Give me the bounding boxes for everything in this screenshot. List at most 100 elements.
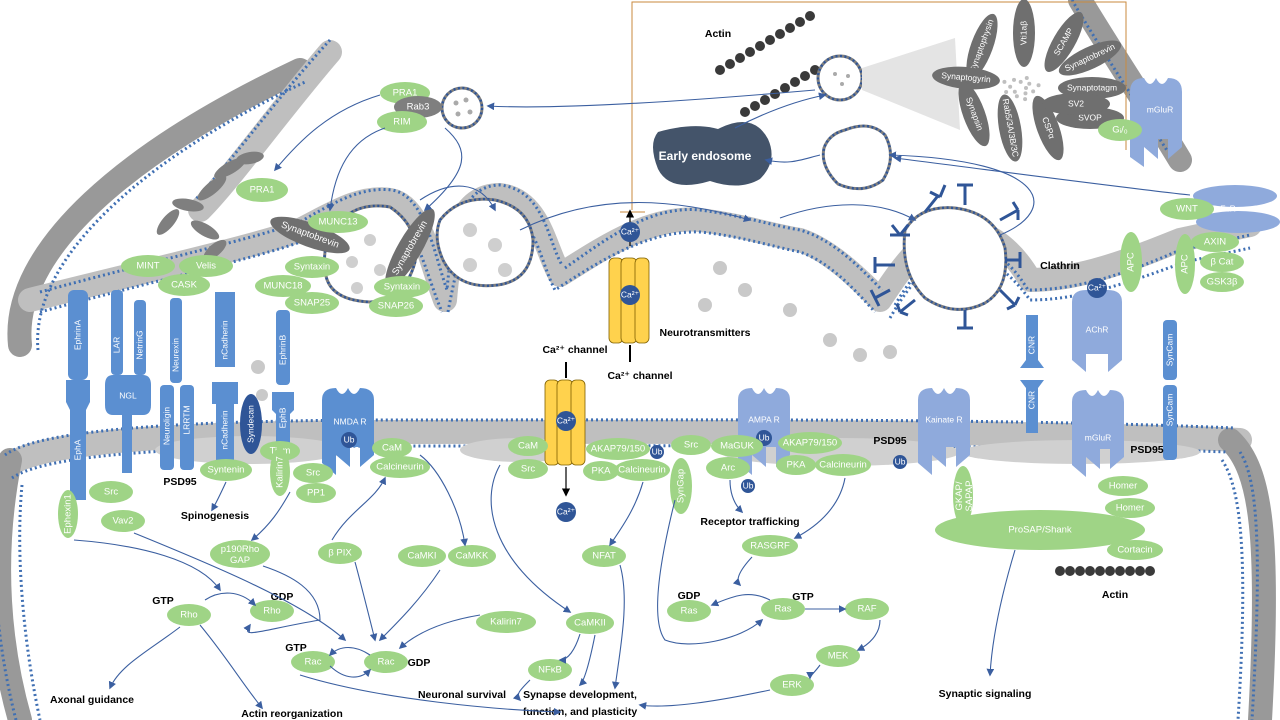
neurotransmitters-label: Neurotransmitters (659, 327, 750, 339)
axin: AXIN (1204, 237, 1226, 248)
rasgrf: RASGRF (750, 541, 790, 552)
prosap-shank: ProSAP/Shank (1008, 525, 1072, 536)
camkii: CaMKII (574, 618, 606, 629)
actin-reorganization: Actin reorganization (241, 708, 343, 720)
syndecan: Syndecan (245, 405, 255, 443)
postsynaptic-proteins: Tiam Syntenin Kalirin7 Src PP1 CaM Calci… (50, 432, 1163, 720)
neuroligin: Neuroligin (161, 407, 171, 446)
arc: Arc (721, 463, 736, 474)
actin-filament-bottom (1055, 566, 1155, 576)
psd95-mid: PSD95 (873, 435, 906, 447)
nmdar-label: NMDA R (333, 416, 366, 426)
camkk: CaMKK (456, 551, 489, 562)
axonal-guidance: Axonal guidance (50, 694, 134, 706)
ub: Ub (344, 434, 355, 444)
psd95-left: PSD95 (163, 476, 196, 488)
ephrinb: EphrinB (277, 335, 287, 366)
syntaxin-left: Syntaxin (294, 262, 330, 273)
cnr-top: CNR (1026, 336, 1036, 354)
docked-vesicle-2 (435, 197, 535, 288)
ca-ion: Ca²⁺ (621, 289, 639, 299)
psd95-right: PSD95 (1130, 444, 1163, 456)
ca-channel-postsynaptic: Ca²⁺ channel Ca²⁺ Ca²⁺ (542, 344, 608, 522)
vesicle-protein-petal (1044, 12, 1084, 72)
calcineurin-c: Calcineurin (819, 460, 867, 471)
vesicle-protein-petal (1013, 0, 1035, 67)
neuronal-survival: Neuronal survival (418, 689, 506, 701)
actin-label-bottom: Actin (1102, 589, 1128, 601)
src-b: Src (104, 487, 119, 498)
rac-b: Rac (378, 657, 395, 668)
nfkb: NFκB (538, 665, 562, 676)
syntenin: Syntenin (208, 465, 245, 476)
pka-a: PKA (591, 466, 611, 477)
ras-a: Ras (681, 606, 698, 617)
homer-b: Homer (1116, 503, 1145, 514)
vesicle-protein-label: SV2 (1068, 98, 1084, 108)
clathrin-label: Clathrin (1040, 260, 1080, 272)
cnr-bottom: CNR (1026, 391, 1036, 409)
syntaxin-right: Syntaxin (384, 282, 420, 293)
pp1: PP1 (307, 488, 325, 499)
pka-b: PKA (786, 460, 806, 471)
src-c: Src (521, 464, 536, 475)
akap-a: AKAP79/150 (591, 444, 645, 455)
ephrina: EphrinA (72, 320, 82, 351)
early-endosome (653, 121, 772, 186)
lrrtm: LRRTM (181, 405, 191, 434)
ngl: NGL (119, 390, 137, 400)
zoom-box (631, 1, 1127, 210)
rim: RIM (393, 117, 411, 128)
rac-a: Rac (305, 657, 322, 668)
gsk3b: GSK3β (1207, 277, 1238, 288)
raf: RAF (858, 604, 877, 615)
munc18: MUNC18 (263, 281, 302, 292)
erk: ERK (782, 680, 802, 691)
mglur-top-label: mGluR (1147, 104, 1173, 114)
apc-small: APC (1180, 254, 1191, 274)
ca-ion: Ca²⁺ (557, 506, 575, 516)
src-a: Src (306, 468, 321, 479)
early-endosome-label: Early endosome (659, 149, 752, 163)
neurotransmitter-dots (251, 261, 897, 401)
vesicle-protein-petal (997, 94, 1023, 162)
ncadherin-bottom: nCadherin (219, 410, 229, 449)
gio-label: Gᵢ/₀ (1112, 125, 1128, 136)
snap26: SNAP26 (378, 301, 414, 312)
cask: CASK (171, 280, 198, 291)
fzr: FzR (1220, 203, 1236, 213)
ca-channel-label-pre: Ca²⁺ channel (607, 370, 672, 382)
ub: Ub (759, 432, 770, 442)
wnt: WNT (1176, 204, 1198, 215)
pra1-mid: PRA1 (250, 185, 275, 196)
vesicle-protein-petal (932, 66, 1000, 90)
gdp-rac: GDP (408, 657, 431, 669)
camki: CaMKI (407, 551, 436, 562)
syngap: SynGap (676, 469, 687, 503)
vesicle-protein-petal (1042, 93, 1110, 115)
presynaptic-proteins: PRA1 Rab3 RIM PRA1 Synaptobrevin Synapto… (121, 82, 1280, 317)
rab3: Rab3 (407, 102, 430, 113)
syncam-top: SynCam (1164, 334, 1174, 367)
nmda-receptor (322, 388, 374, 475)
ub: Ub (895, 456, 906, 466)
mek: MEK (828, 651, 849, 662)
vesicle-protein-petal (1032, 95, 1064, 161)
receptor-trafficking: Receptor trafficking (700, 516, 799, 528)
akap-b: AKAP79/150 (783, 438, 837, 449)
clathrin-vesicle: Clathrin (869, 183, 1080, 330)
snap25: SNAP25 (294, 298, 330, 309)
gdp-ras: GDP (678, 590, 701, 602)
ncadherin-top: nCadherin (219, 320, 229, 359)
vesicle-protein-label: Synaptotagm (1067, 82, 1117, 92)
rho-a: Rho (180, 610, 197, 621)
mglur-presynaptic: mGluR Gᵢ/₀ (1098, 78, 1182, 167)
kalirin7-vertical: Kalirin7 (275, 456, 286, 488)
gtp-rac: GTP (285, 642, 307, 654)
beta-catenin: β Cat (1211, 257, 1234, 268)
syncam-bottom: SynCam (1164, 394, 1174, 427)
ub: Ub (743, 480, 754, 490)
munc13: MUNC13 (318, 217, 357, 228)
ub: Ub (652, 446, 663, 456)
